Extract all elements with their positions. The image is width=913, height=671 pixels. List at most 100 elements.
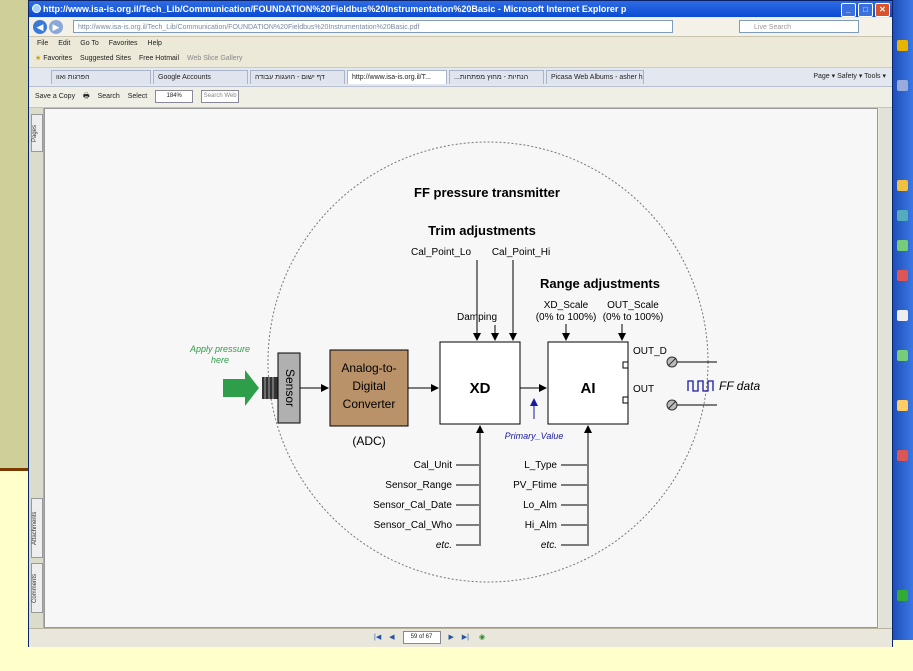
taskbar-icon[interactable] — [897, 450, 908, 461]
windows-taskbar — [893, 0, 913, 640]
pressure-arrow-icon — [223, 370, 259, 406]
free-hotmail-link[interactable]: Free Hotmail — [138, 55, 180, 62]
ai-label: AI — [581, 380, 596, 397]
adc-label-1: Analog-to- — [341, 361, 396, 375]
live-search-input[interactable]: Live Search — [739, 20, 859, 33]
prev-page-icon[interactable]: ◀ — [389, 634, 395, 641]
address-row: ◀ ▶ http://www.isa-is.org.il/Tech_Lib/Co… — [29, 18, 892, 37]
xd-param: Cal_Unit — [414, 460, 453, 471]
taskbar-icon[interactable] — [897, 180, 908, 191]
apply-pressure-here: here — [211, 355, 229, 365]
xd-param: Sensor_Cal_Date — [373, 500, 452, 511]
ai-param: PV_Ftime — [513, 480, 557, 491]
right-scrollbar[interactable] — [879, 108, 892, 628]
taskbar-icon[interactable] — [897, 80, 908, 91]
zoom-field[interactable]: 184% — [155, 89, 194, 103]
page-tools[interactable]: Page ▾ Safety ▾ Tools ▾ — [813, 73, 886, 80]
back-icon[interactable]: ◀ — [33, 20, 47, 34]
out-scale-label: OUT_Scale — [607, 300, 659, 311]
adc-abbr: (ADC) — [352, 434, 385, 448]
tab-picasa[interactable]: Picasa Web Albums - asher h... — [546, 70, 644, 84]
primary-value-label: Primary_Value — [505, 431, 564, 441]
menu-help[interactable]: Help — [147, 40, 162, 47]
taskbar-icon[interactable] — [897, 240, 908, 251]
ff-data-label: FF data — [719, 379, 760, 393]
maximize-button[interactable]: □ — [858, 3, 873, 17]
ai-param: etc. — [541, 540, 557, 551]
ai-port-out — [622, 396, 629, 404]
xd-scale-label: XD_Scale — [544, 300, 589, 311]
pdf-status-bar: |◀ ◀ 59 of 67 ▶ ▶| ◉ — [29, 628, 892, 647]
ai-block — [547, 341, 629, 425]
forward-icon[interactable]: ▶ — [49, 20, 63, 34]
find-field[interactable]: Search Web — [201, 89, 240, 103]
next-page-icon[interactable]: ▶ — [448, 634, 454, 641]
out-label: OUT — [633, 384, 654, 395]
taskbar-icon[interactable] — [897, 270, 908, 281]
cal-point-hi-label: Cal_Point_Hi — [492, 247, 550, 258]
adc-label-3: Converter — [343, 397, 396, 411]
menu-bar: File Edit Go To Favorites Help — [29, 37, 892, 50]
search-button[interactable]: Search — [97, 93, 120, 100]
out-terminal-slot — [667, 400, 677, 410]
menu-goto[interactable]: Go To — [80, 40, 99, 47]
xd-param: etc. — [436, 540, 452, 551]
title-bar: http://www.isa-is.org.il/Tech_Lib/Commun… — [29, 1, 892, 17]
taskbar-icon[interactable] — [897, 40, 908, 51]
ie-icon — [32, 4, 41, 13]
xd-scale-range: (0% to 100%) — [536, 312, 597, 323]
select-button[interactable]: Select — [127, 93, 148, 100]
out-d-label: OUT_D — [633, 346, 667, 357]
first-page-icon[interactable]: |◀ — [374, 634, 382, 641]
pdf-toolbar: Save a Copy 🖶 Search Select 184% Search … — [29, 87, 892, 108]
address-bar[interactable]: http://www.isa-is.org.il/Tech_Lib/Commun… — [73, 20, 673, 33]
page-navigation: |◀ ◀ 59 of 67 ▶ ▶| ◉ — [374, 629, 485, 647]
close-button[interactable]: ✕ — [875, 3, 890, 17]
sensor-port — [262, 377, 278, 399]
tab-3[interactable]: דף ישום - הועגות עבודה — [250, 70, 345, 84]
tab-row: הפרגות ואוו Google Accounts דף ישום - הו… — [29, 68, 892, 87]
adc-label-2: Digital — [352, 379, 385, 393]
trim-title: Trim adjustments — [428, 223, 536, 238]
xd-block — [439, 341, 521, 425]
pages-tab[interactable]: Pages — [31, 114, 43, 152]
page-number-field[interactable]: 59 of 67 — [402, 630, 441, 644]
tab-google-accounts[interactable]: Google Accounts — [153, 70, 248, 84]
taskbar-icon[interactable] — [897, 210, 908, 221]
xd-param: Sensor_Range — [385, 480, 452, 491]
attachments-tab[interactable]: Attachments — [31, 498, 43, 558]
star-icon: ★ — [35, 55, 42, 62]
comments-tab[interactable]: Comments — [31, 563, 43, 613]
start-button[interactable] — [897, 590, 908, 601]
web-slice-gallery-link[interactable]: Web Slice Gallery — [187, 55, 243, 62]
menu-edit[interactable]: Edit — [58, 40, 71, 47]
suggested-sites-link[interactable]: Suggested Sites — [80, 55, 132, 62]
last-page-icon[interactable]: ▶| — [461, 634, 469, 641]
square-wave-icon — [687, 380, 714, 392]
favorites-button[interactable]: Favorites — [43, 55, 73, 62]
menu-favorites[interactable]: Favorites — [108, 40, 138, 47]
out-scale-range: (0% to 100%) — [603, 312, 664, 323]
taskbar-icon[interactable] — [897, 350, 908, 361]
pdf-document-area: FF pressure transmitter Trim adjustments… — [44, 108, 878, 628]
taskbar-icon[interactable] — [897, 400, 908, 411]
tab-1[interactable]: הפרגות ואוו — [51, 70, 151, 84]
save-copy-button[interactable]: Save a Copy — [35, 93, 76, 100]
pdf-side-panel: Pages Attachments Comments — [29, 108, 44, 628]
ai-param: L_Type — [524, 460, 557, 471]
range-title: Range adjustments — [540, 276, 660, 291]
xd-label: XD — [470, 380, 491, 397]
taskbar-icon[interactable] — [897, 310, 908, 321]
diagram-title: FF pressure transmitter — [414, 185, 560, 200]
tab-isa-active[interactable]: http://www.isa-is.org.il/T... — [347, 70, 447, 84]
menu-file[interactable]: File — [37, 40, 49, 47]
cal-point-lo-label: Cal_Point_Lo — [411, 247, 471, 258]
ai-param: Lo_Alm — [523, 500, 557, 511]
xd-param: Sensor_Cal_Who — [374, 520, 453, 531]
tab-5[interactable]: ...הנחיות - מחוץ מפתחות — [449, 70, 544, 84]
print-icon[interactable]: 🖶 — [83, 93, 90, 100]
minimize-button[interactable]: _ — [841, 3, 856, 17]
ai-port-out-d — [622, 361, 629, 369]
ff-transmitter-diagram: FF pressure transmitter Trim adjustments… — [189, 141, 760, 583]
refresh-icon[interactable]: ◉ — [478, 634, 486, 641]
